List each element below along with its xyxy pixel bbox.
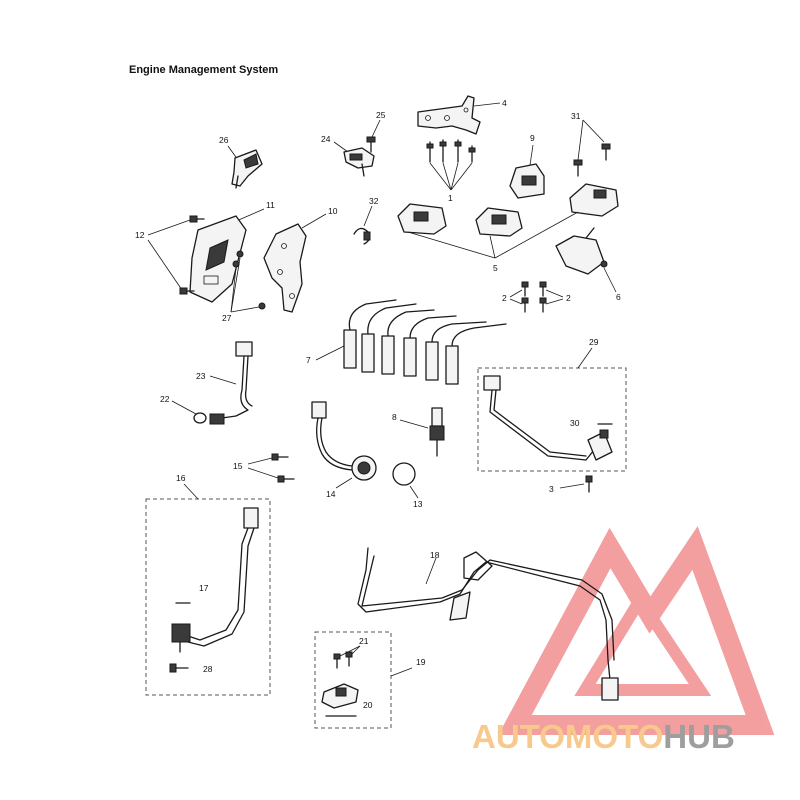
part-10-bracket <box>263 223 307 313</box>
callout-26: 26 <box>219 135 229 145</box>
part-13-seal <box>392 462 416 486</box>
callout-2-right: 2 <box>566 293 571 303</box>
watermark-brand: AUTOMOTOHUB <box>472 718 735 755</box>
callout-32: 32 <box>369 196 379 206</box>
callout-16: 16 <box>176 473 186 483</box>
callout-6: 6 <box>616 292 621 302</box>
callout-4: 4 <box>502 98 507 108</box>
callout-7: 7 <box>306 355 311 365</box>
part-5-coils <box>397 183 619 259</box>
watermark-brand-a: AUTOMOTO <box>472 718 663 755</box>
callout-24: 24 <box>321 134 331 144</box>
part-3-screw <box>585 475 593 493</box>
callout-20: 20 <box>363 700 373 710</box>
page-title: Engine Management System <box>129 64 278 76</box>
part-26-map-sensor <box>231 149 263 189</box>
part-14-sensor <box>311 401 377 489</box>
watermark-logo-icon <box>498 526 775 735</box>
group-16-box <box>145 498 271 696</box>
part-27-grommets <box>230 250 266 313</box>
part-29-sensor-harness <box>483 375 613 461</box>
part-16-sensor-harness <box>171 507 259 653</box>
part-7-ht-leads <box>315 299 507 385</box>
part-4-bracket <box>417 95 501 135</box>
part-18-lambda-sensor <box>357 547 619 701</box>
group-29-box <box>477 367 627 472</box>
callout-12: 12 <box>135 230 145 240</box>
part-6-bracket <box>555 227 617 293</box>
part-1-bolts <box>426 139 476 191</box>
callout-28: 28 <box>203 664 213 674</box>
part-23-sensor-harness <box>209 341 253 425</box>
callout-1: 1 <box>448 193 453 203</box>
part-11-ecu <box>189 215 247 303</box>
part-22-o-ring <box>193 412 207 424</box>
callout-2-left: 2 <box>502 293 507 303</box>
callout-23: 23 <box>196 371 206 381</box>
part-25-screw <box>366 136 376 153</box>
callout-8: 8 <box>392 412 397 422</box>
callout-14: 14 <box>326 489 336 499</box>
part-2-screws <box>509 281 564 313</box>
callout-15: 15 <box>233 461 243 471</box>
callout-30: 30 <box>570 418 580 428</box>
callout-21: 21 <box>359 636 369 646</box>
callout-18: 18 <box>430 550 440 560</box>
part-20-sensor <box>321 683 359 717</box>
part-28-screw <box>169 663 189 673</box>
part-12-bolts <box>179 215 205 295</box>
callout-25: 25 <box>376 110 386 120</box>
callout-19: 19 <box>416 657 426 667</box>
callout-3: 3 <box>549 484 554 494</box>
callout-17: 17 <box>199 583 209 593</box>
part-24-sensor <box>343 147 375 177</box>
callout-10: 10 <box>328 206 338 216</box>
callout-22: 22 <box>160 394 170 404</box>
callout-27: 27 <box>222 313 232 323</box>
part-21-screws <box>333 645 361 669</box>
watermark-brand-b: HUB <box>663 718 735 755</box>
part-32-clip <box>353 227 371 245</box>
callout-9: 9 <box>530 133 535 143</box>
part-8-spark-plug <box>429 407 445 457</box>
callout-13: 13 <box>413 499 423 509</box>
part-31-screws <box>573 143 611 177</box>
callout-11: 11 <box>266 200 275 210</box>
part-15-screws <box>271 453 295 483</box>
group-19-box <box>314 631 392 729</box>
callout-5: 5 <box>493 263 498 273</box>
callout-31: 31 <box>571 111 581 121</box>
callout-29: 29 <box>589 337 599 347</box>
part-9-cover <box>509 163 545 199</box>
